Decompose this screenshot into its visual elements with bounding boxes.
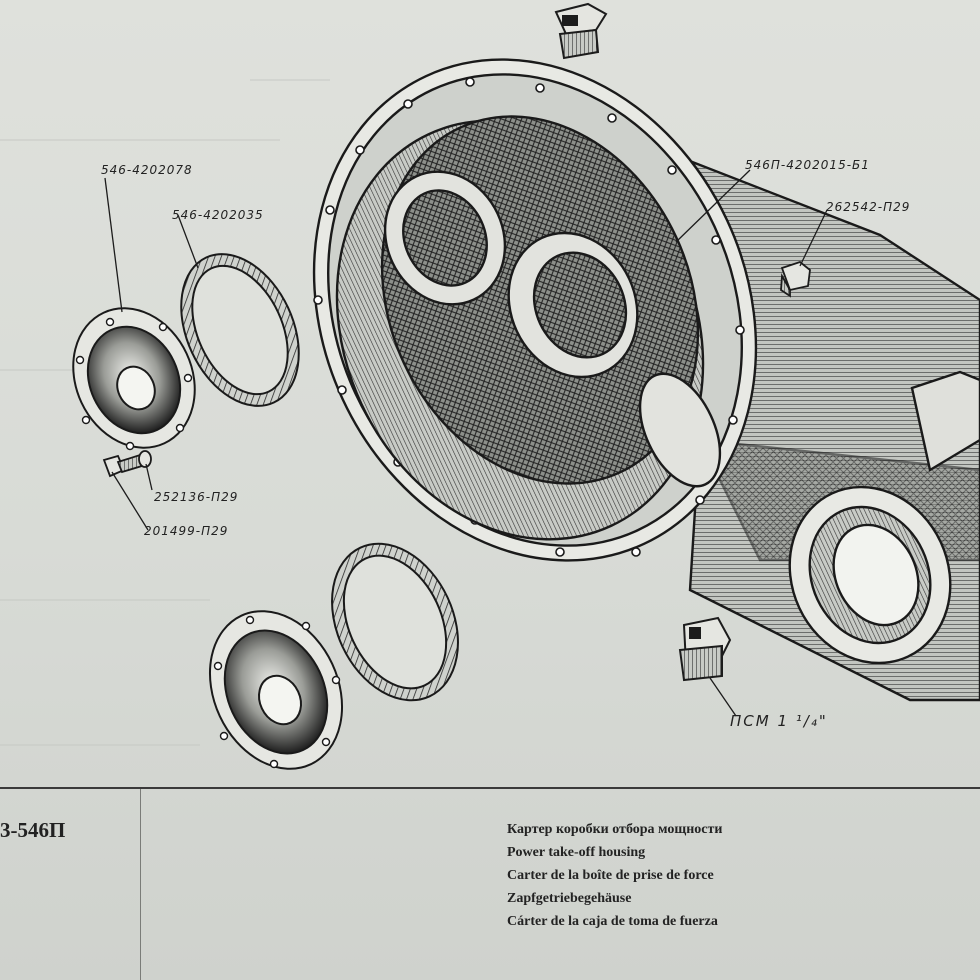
lower-gasket-part	[331, 542, 459, 702]
callout-drain-plug-thread: ПСМ 1 ¹/₄"	[730, 712, 828, 730]
catalog-number: 3-546П	[0, 818, 66, 842]
callout-cover-part-number: 546-4202078	[101, 163, 193, 177]
leader-lines	[104, 169, 828, 717]
title-french: Carter de la boîte de prise de force	[507, 868, 714, 883]
callout-housing-part-number: 546П-4202015-Б1	[745, 158, 870, 172]
callout-washer-part-number: 252136-П29	[154, 490, 239, 504]
upper-cover-part	[72, 307, 196, 451]
upper-gasket-part	[180, 253, 300, 407]
drain-plug-part	[678, 616, 732, 682]
lower-cover-part	[208, 610, 344, 770]
title-russian: Картер коробки отбора мощности	[507, 822, 723, 837]
bolt-washer-part	[102, 450, 152, 478]
footer-column-divider	[140, 789, 141, 980]
callout-plug-part-number: 262542-П29	[826, 200, 911, 214]
footer-divider	[0, 787, 980, 789]
housing-part	[312, 58, 980, 702]
exploded-view-drawing	[0, 2, 980, 770]
small-plug-part	[780, 260, 811, 298]
title-spanish: Cárter de la caja de toma de fuerza	[507, 914, 718, 929]
part-title-list: Картер коробки отбора мощности Power tak…	[507, 818, 722, 933]
callout-gasket-part-number: 546-4202035	[172, 208, 264, 222]
bearing-bores	[383, 170, 722, 488]
callout-bolt-part-number: 201499-П29	[144, 524, 229, 538]
title-german: Zapfgetriebegehäuse	[507, 891, 632, 906]
top-plug-part	[554, 2, 608, 60]
background-rules	[0, 79, 330, 746]
title-english: Power take-off housing	[507, 845, 646, 860]
